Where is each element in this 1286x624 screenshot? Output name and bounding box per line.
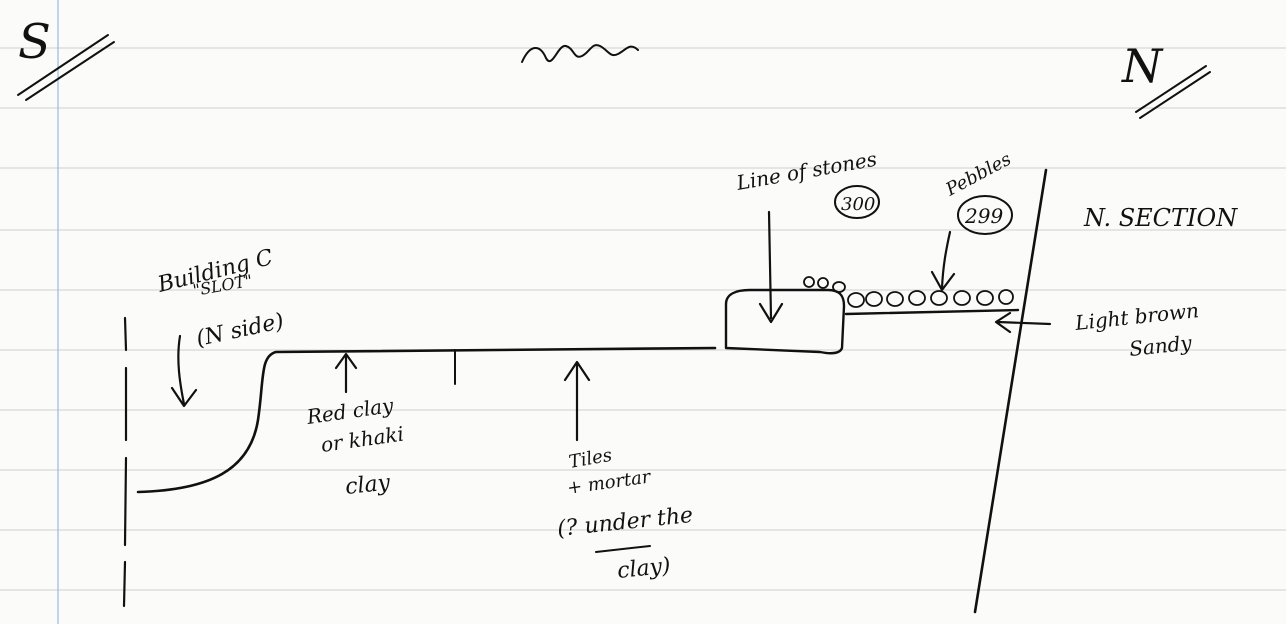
arrows: [170, 210, 1052, 442]
north-label: N: [1121, 39, 1164, 93]
slot-profile: [136, 346, 717, 494]
pebbles-label: Pebbles: [942, 149, 1015, 201]
pebbles-number: 299: [964, 204, 1003, 228]
red-clay-arrow: [334, 352, 358, 394]
north-side-label: (N side): [194, 309, 286, 352]
south-label: S: [18, 14, 51, 70]
slot-arrow: [170, 334, 198, 408]
stones-label: Line of stones: [734, 147, 879, 195]
south-double-slash: [17, 34, 115, 101]
sandy-layer-line: [844, 308, 1020, 316]
tiles-label-1: Tiles: [567, 445, 613, 473]
stones-number: 300: [841, 194, 875, 215]
section-title: N. SECTION: [1083, 204, 1238, 232]
pebbles-arrow: [930, 230, 956, 292]
right-section-edge: [973, 168, 1048, 614]
stones-number-circle: [834, 185, 880, 219]
sandy-label: Sandy: [1128, 330, 1193, 360]
sandy-arrow: [994, 311, 1052, 334]
pebbles-number-circle: [957, 195, 1013, 235]
light-brown-label: Light brown: [1073, 298, 1200, 335]
stones-arrow: [758, 210, 784, 324]
left-section-edge: [122, 316, 128, 608]
north-double-slash: [1135, 65, 1211, 119]
stone-block: [724, 288, 846, 355]
pebbles: [803, 276, 1014, 308]
tiles-arrow: [563, 360, 591, 442]
squiggle-mark: [521, 44, 639, 63]
red-clay-label-2: or khaki: [319, 422, 405, 457]
tiles-underline: [595, 545, 651, 553]
tiles-label-4: clay): [616, 554, 672, 584]
red-clay-label-3: clay: [344, 470, 392, 500]
tiles-label-3: (? under the: [556, 503, 694, 542]
ruled-lines: [0, 47, 1286, 591]
